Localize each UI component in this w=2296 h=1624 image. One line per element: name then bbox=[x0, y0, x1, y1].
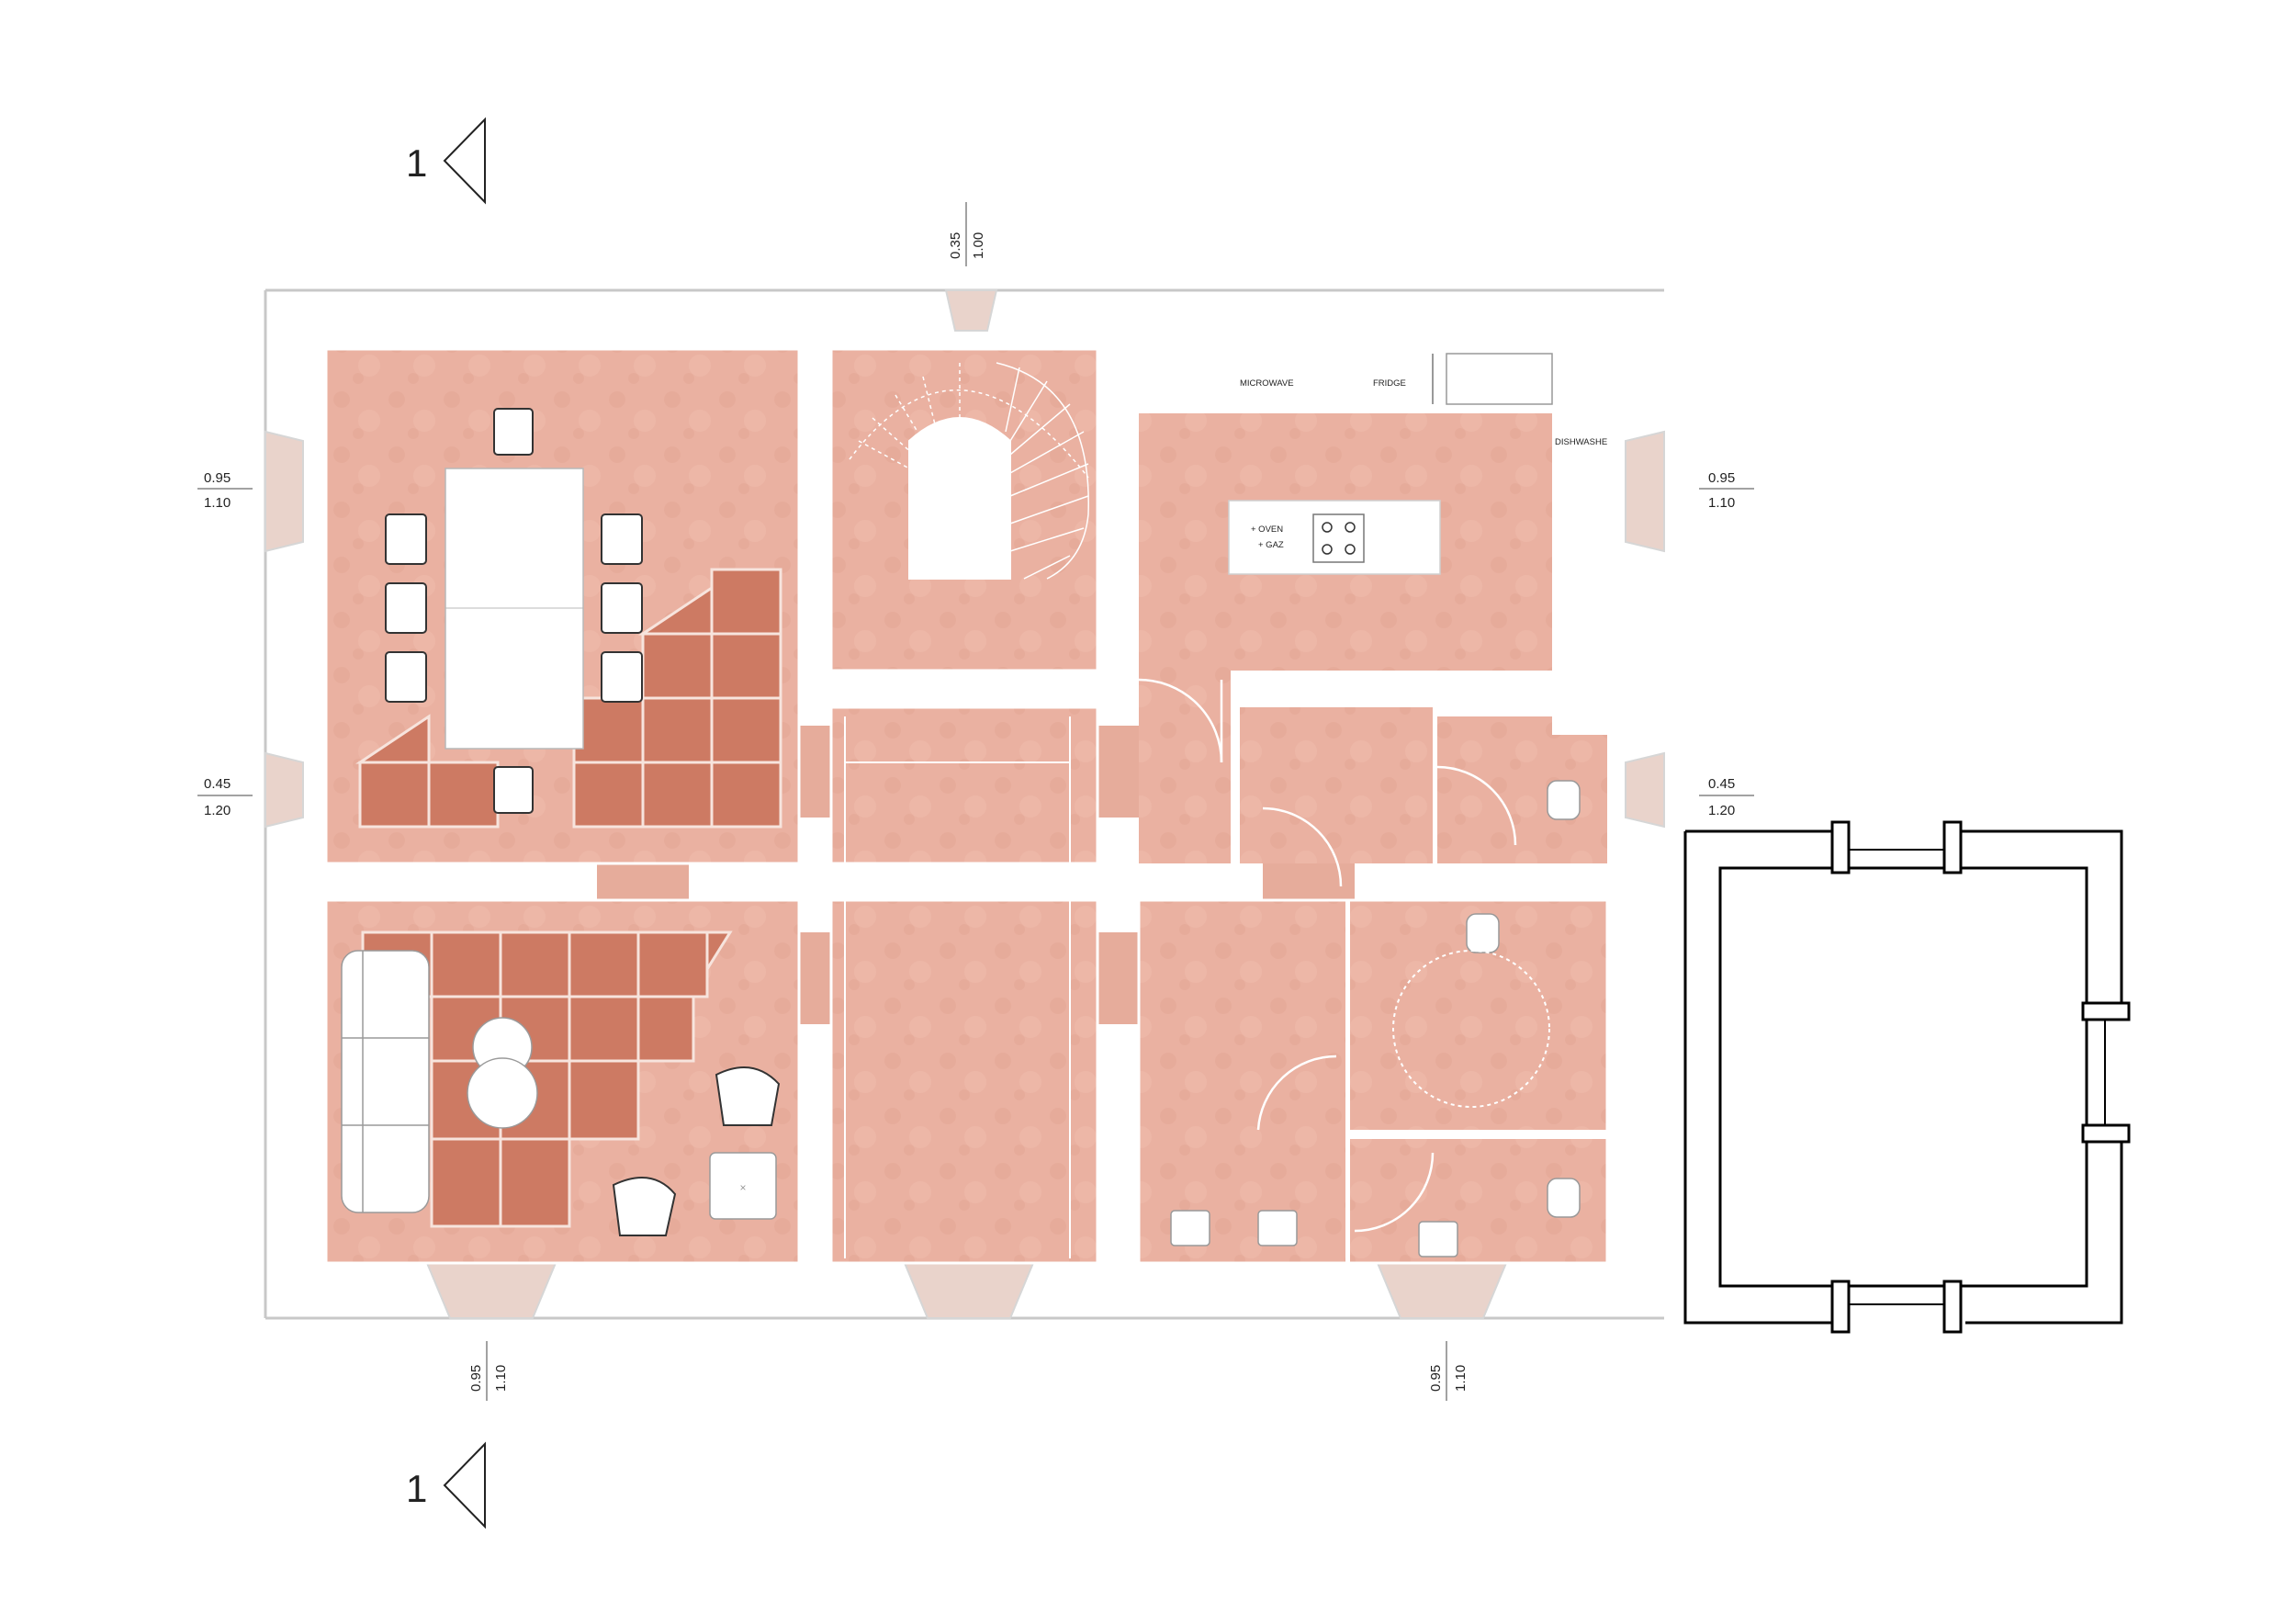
section-marker-top: 1 bbox=[406, 117, 486, 205]
sofa bbox=[341, 950, 430, 1213]
dimension-right-upper: 0.95 1.10 bbox=[1699, 470, 1754, 511]
side-table: × bbox=[709, 1152, 777, 1220]
svg-text:0.95: 0.95 bbox=[1708, 470, 1735, 486]
svg-text:0.45: 0.45 bbox=[204, 776, 231, 792]
outline-plan bbox=[1683, 820, 2131, 1334]
microwave-label: MICROWAVE bbox=[1240, 378, 1294, 389]
fridge-label: FRIDGE bbox=[1373, 378, 1406, 389]
svg-text:1: 1 bbox=[406, 141, 427, 185]
oven-label: + OVEN bbox=[1251, 524, 1283, 535]
svg-text:1.00: 1.00 bbox=[971, 232, 986, 259]
kitchen-counter bbox=[1139, 349, 1607, 735]
gaz-label: + GAZ bbox=[1258, 540, 1284, 550]
hall-lower-floor bbox=[1139, 900, 1345, 1263]
svg-text:0.45: 0.45 bbox=[1708, 776, 1735, 792]
dishwasher-label: DISHWASHE bbox=[1555, 437, 1607, 447]
dimension-left-upper: 0.95 1.10 bbox=[197, 470, 253, 511]
svg-text:1.20: 1.20 bbox=[1708, 803, 1735, 818]
svg-text:0.95: 0.95 bbox=[1428, 1365, 1444, 1392]
svg-text:1.10: 1.10 bbox=[204, 495, 231, 511]
hall-floor bbox=[1240, 707, 1433, 863]
armchairs bbox=[612, 1066, 781, 1236]
svg-text:×: × bbox=[739, 1181, 746, 1194]
svg-text:1.20: 1.20 bbox=[204, 803, 231, 818]
doors bbox=[1138, 678, 1517, 1233]
bathroom-fixtures bbox=[1170, 780, 1581, 1257]
svg-text:0.95: 0.95 bbox=[204, 470, 231, 486]
staircase bbox=[849, 362, 1089, 580]
dimension-right-middle: 0.45 1.20 bbox=[1699, 776, 1754, 818]
wc-upper-floor bbox=[1437, 716, 1607, 863]
dimension-bottom-left: 0.95 1.10 bbox=[468, 1341, 509, 1401]
dimension-left-middle: 0.45 1.20 bbox=[197, 776, 253, 818]
svg-text:0.95: 0.95 bbox=[468, 1365, 484, 1392]
window-bays bbox=[264, 289, 1665, 1319]
svg-text:1.10: 1.10 bbox=[1453, 1365, 1469, 1392]
svg-text:1: 1 bbox=[406, 1467, 427, 1510]
corridor-lines bbox=[844, 716, 1071, 1258]
coffee-tables bbox=[467, 1017, 538, 1129]
svg-text:0.35: 0.35 bbox=[948, 232, 963, 259]
room-outlines bbox=[324, 347, 1609, 1265]
corridor-lower-floor bbox=[831, 900, 1097, 1263]
dining-table bbox=[445, 468, 584, 750]
corridor-upper-floor bbox=[831, 707, 1097, 863]
dimension-bottom-right: 0.95 1.10 bbox=[1428, 1341, 1469, 1401]
section-marker-bottom: 1 bbox=[406, 1441, 486, 1529]
svg-text:1.10: 1.10 bbox=[493, 1365, 509, 1392]
dimension-top: 0.35 1.00 bbox=[948, 202, 986, 266]
svg-text:1.10: 1.10 bbox=[1708, 495, 1735, 511]
shower-area bbox=[1392, 950, 1550, 1108]
dining-chairs bbox=[385, 408, 643, 814]
